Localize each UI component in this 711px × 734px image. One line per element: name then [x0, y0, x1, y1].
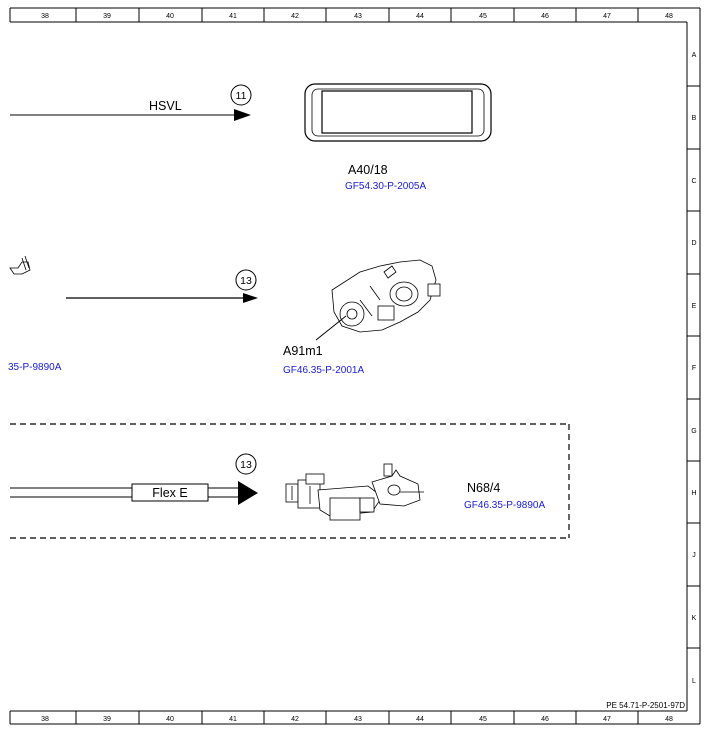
row-label: B: [692, 115, 697, 122]
column-label: 38: [41, 13, 49, 20]
n68-4-ref: GF46.35-P-9890A: [464, 500, 545, 511]
dashed-module-box: [10, 423, 570, 539]
mid-signal: 13: [66, 269, 258, 303]
arrow-head-icon: [238, 481, 258, 505]
column-label: 43: [354, 13, 362, 20]
top-column-ruler: 38 39 40 41 42 43 44 45 46 47 48: [41, 8, 673, 22]
steering-n68-4-drawing: [285, 463, 424, 521]
column-label: 39: [103, 13, 111, 20]
hsvl-label: HSVL: [149, 99, 182, 113]
flex-callout: 13: [240, 459, 252, 471]
row-label: A: [692, 52, 697, 59]
row-label: F: [692, 365, 696, 372]
row-label: E: [692, 303, 697, 310]
column-label: 48: [665, 13, 673, 20]
a91m1-ref: GF46.35-P-2001A: [283, 365, 364, 376]
column-label: 40: [166, 13, 174, 20]
flex-e-box: [131, 483, 209, 502]
column-label: 47: [603, 13, 611, 20]
column-label: 45: [479, 13, 487, 20]
column-label: 43: [354, 716, 362, 723]
column-label: 48: [665, 716, 673, 723]
column-label: 40: [166, 716, 174, 723]
flex-e-bus: Flex E 13: [10, 453, 258, 505]
row-label: K: [692, 615, 697, 622]
a91m1-code: A91m1: [283, 344, 323, 358]
n68-4-code: N68/4: [467, 481, 500, 495]
column-label: 47: [603, 716, 611, 723]
display-a40-18: A40/18 GF54.30-P-2005A: [304, 83, 492, 192]
frame: [9, 7, 701, 725]
column-label: 41: [229, 716, 237, 723]
row-label: H: [691, 490, 696, 497]
row-label: G: [691, 428, 696, 435]
callout-circle: [230, 84, 252, 106]
column-label: 46: [541, 716, 549, 723]
row-label: C: [691, 178, 696, 185]
left-partial-ref: 35-P-9890A: [8, 362, 62, 373]
column-label: 45: [479, 716, 487, 723]
callout-circle: [235, 453, 257, 475]
callout-circle: [235, 269, 257, 291]
a40-18-ref: GF54.30-P-2005A: [345, 181, 426, 192]
column-label: 44: [416, 13, 424, 20]
column-label: 38: [41, 716, 49, 723]
row-label: J: [692, 552, 696, 559]
hsvl-signal: HSVL 11: [10, 84, 252, 121]
hsvl-callout: 11: [236, 90, 247, 102]
a40-18-code: A40/18: [348, 163, 388, 177]
mid-callout: 13: [240, 275, 252, 287]
column-label: 46: [541, 13, 549, 20]
column-label: 42: [291, 716, 299, 723]
bottom-column-ruler: 38 39 40 41 42 43 44 45 46 47 48: [41, 711, 673, 724]
column-label: 42: [291, 13, 299, 20]
column-label: 44: [416, 716, 424, 723]
arrow-head-icon: [243, 293, 258, 303]
column-label: 41: [229, 13, 237, 20]
row-label: L: [692, 678, 696, 685]
column-label: 39: [103, 716, 111, 723]
partial-component-icon: [9, 255, 31, 275]
arrow-head-icon: [234, 109, 251, 121]
right-row-ruler: A B C D E F G H J K L: [687, 52, 700, 685]
motor-a91m1-drawing: A91m1 GF46.35-P-2001A: [283, 259, 441, 376]
flex-e-label: Flex E: [152, 486, 187, 500]
document-id: PE 54.71-P-2501-97D: [606, 701, 685, 710]
row-label: D: [691, 240, 696, 247]
